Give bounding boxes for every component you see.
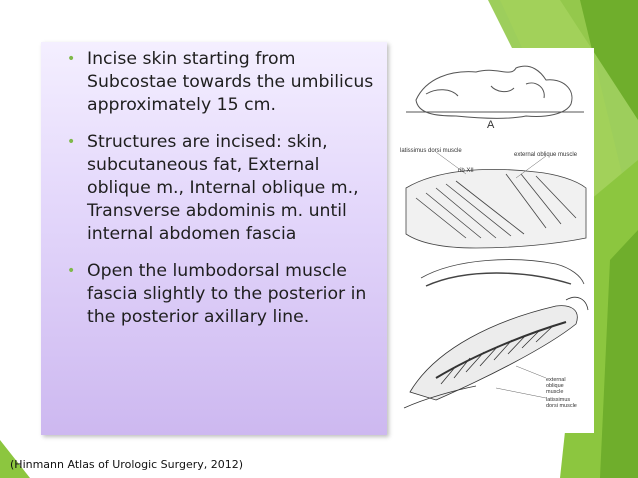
external-label-2: oblique — [546, 383, 564, 389]
external-oblique-label: external oblique muscle — [514, 152, 578, 158]
bullet-item: • Structures are incised: skin, subcutan… — [63, 131, 381, 246]
bullet-icon: • — [67, 263, 76, 279]
bullet-list: • Incise skin starting from Subcostae to… — [63, 48, 381, 343]
surgical-illustration: A latissimus dorsi muscle external obliq… — [396, 48, 594, 433]
citation: (Hinmann Atlas of Urologic Surgery, 2012… — [10, 458, 244, 471]
latissimus-label-2: dorsi muscle — [546, 403, 577, 409]
bullet-item: • Incise skin starting from Subcostae to… — [63, 48, 381, 117]
bullet-item: • Open the lumbodorsal muscle fascia sli… — [63, 260, 381, 329]
bullet-text: Open the lumbodorsal muscle fascia sligh… — [87, 261, 367, 327]
illustration-drawing: A latissimus dorsi muscle external obliq… — [400, 65, 589, 409]
bullet-icon: • — [67, 51, 76, 67]
bullet-text: Incise skin starting from Subcostae towa… — [87, 49, 374, 115]
external-label-3: muscle — [546, 389, 563, 395]
latissimus-label: latissimus dorsi muscle — [400, 148, 462, 154]
content-box: • Incise skin starting from Subcostae to… — [41, 42, 387, 435]
bullet-text: Structures are incised: skin, subcutaneo… — [87, 132, 359, 244]
latissimus-label-1: latissimus — [546, 397, 570, 403]
panel-a-label: A — [487, 119, 495, 131]
bullet-icon: • — [67, 134, 76, 150]
rib-label: rib XII — [458, 168, 474, 174]
external-label-1: external — [546, 377, 566, 383]
